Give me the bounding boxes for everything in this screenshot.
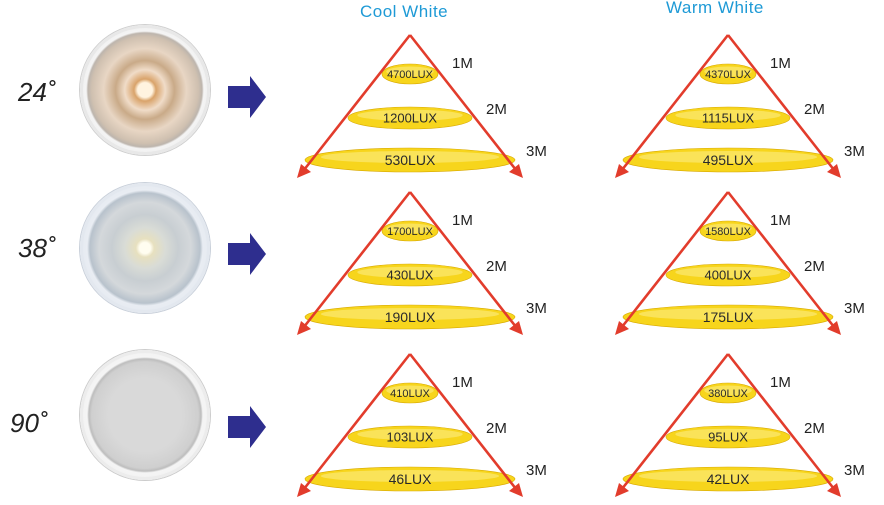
distance-label: 2M: [486, 420, 507, 437]
illuminance-ring-highlight: [357, 109, 463, 121]
lux-value: 410LUX: [390, 388, 430, 400]
illuminance-ring-highlight: [638, 470, 818, 482]
arrowhead: [827, 164, 841, 178]
distance-label: 3M: [844, 143, 865, 160]
arrowhead: [827, 321, 841, 335]
distance-label: 1M: [770, 55, 791, 72]
distance-label: 3M: [526, 143, 547, 160]
right-arrow-icon: [228, 76, 266, 118]
distance-label: 3M: [526, 300, 547, 317]
beam-edge-left: [616, 34, 730, 176]
illuminance-ring-highlight: [638, 151, 818, 163]
lux-value: 1700LUX: [387, 226, 434, 238]
beam-angle-24: 24˚: [18, 77, 56, 107]
header-cool-white: Cool White: [360, 2, 449, 21]
distance-label: 2M: [804, 258, 825, 275]
illuminance-ring-highlight: [704, 66, 752, 77]
beam-edge-left: [616, 353, 730, 495]
arrowhead: [509, 164, 523, 178]
beam-edge-right: [408, 191, 522, 333]
lux-value: 4370LUX: [705, 69, 752, 81]
illuminance-ring-highlight: [386, 385, 434, 396]
distance-label: 1M: [452, 374, 473, 391]
arrowhead: [509, 321, 523, 335]
arrowhead: [297, 483, 311, 497]
beam-diagram-38-cool: 1700LUX 430LUX 190LUX 1M 2M 3M: [297, 191, 547, 335]
arrowhead: [827, 483, 841, 497]
illuminance-ring-highlight: [320, 151, 500, 163]
arrowhead: [615, 321, 629, 335]
lux-value: 430LUX: [387, 268, 434, 283]
lux-value: 42LUX: [707, 471, 750, 487]
lux-value: 95LUX: [708, 430, 748, 445]
distance-label: 2M: [486, 258, 507, 275]
illuminance-ring-highlight: [675, 266, 781, 278]
beam-diagram-90-warm: 380LUX 95LUX 42LUX 1M 2M 3M: [615, 353, 865, 497]
beam-angle-90: 90˚: [10, 408, 48, 438]
illuminance-ring-highlight: [357, 266, 463, 278]
beam-edge-right: [726, 353, 840, 495]
illuminance-ring-highlight: [386, 66, 434, 77]
lux-value: 190LUX: [385, 309, 436, 325]
distance-label: 3M: [526, 462, 547, 479]
arrowhead: [297, 164, 311, 178]
illuminance-ring-highlight: [675, 428, 781, 440]
beam-edge-left: [298, 191, 412, 333]
illuminance-ring-highlight: [704, 223, 752, 234]
distance-label: 3M: [844, 462, 865, 479]
lamp-24-image: [80, 25, 210, 155]
distance-label: 2M: [804, 420, 825, 437]
header-warm-white: Warm White: [666, 0, 764, 17]
illuminance-ring-highlight: [320, 308, 500, 320]
right-arrow-icon: [228, 406, 266, 448]
distance-label: 2M: [486, 101, 507, 118]
distance-label: 2M: [804, 101, 825, 118]
lux-value: 175LUX: [703, 309, 754, 325]
lamp-90-image: [80, 350, 210, 480]
illuminance-ring-highlight: [675, 109, 781, 121]
beam-edge-right: [726, 191, 840, 333]
lux-value: 46LUX: [389, 471, 432, 487]
beam-edge-left: [298, 34, 412, 176]
beam-edge-left: [616, 191, 730, 333]
distance-label: 1M: [452, 55, 473, 72]
distance-label: 1M: [452, 212, 473, 229]
illuminance-ring-highlight: [357, 428, 463, 440]
beam-diagram-38-warm: 1580LUX 400LUX 175LUX 1M 2M 3M: [615, 191, 865, 335]
distance-label: 1M: [770, 212, 791, 229]
illuminance-ring-highlight: [386, 223, 434, 234]
distance-label: 3M: [844, 300, 865, 317]
arrowhead: [615, 483, 629, 497]
lux-value: 1200LUX: [383, 111, 438, 126]
arrowhead: [297, 321, 311, 335]
beam-edge-right: [408, 353, 522, 495]
lux-value: 1580LUX: [705, 226, 752, 238]
beam-angle-38: 38˚: [18, 233, 56, 263]
lux-value: 400LUX: [705, 268, 752, 283]
lux-value: 103LUX: [387, 430, 434, 445]
beam-diagram-24-cool: 4700LUX 1200LUX 530LUX 1M 2M 3M: [297, 34, 547, 178]
lux-value: 1115LUX: [702, 111, 755, 126]
arrowhead: [615, 164, 629, 178]
beam-diagram-24-warm: 4370LUX 1115LUX 495LUX 1M 2M 3M: [615, 34, 865, 178]
beam-edge-right: [408, 34, 522, 176]
lux-value: 495LUX: [703, 152, 754, 168]
beam-edge-right: [726, 34, 840, 176]
lux-value: 380LUX: [708, 388, 748, 400]
illuminance-ring-highlight: [704, 385, 752, 396]
beam-edge-left: [298, 353, 412, 495]
lamp-38-image: [80, 183, 210, 313]
lux-value: 530LUX: [385, 152, 436, 168]
right-arrow-icon: [228, 233, 266, 275]
illuminance-ring-highlight: [320, 470, 500, 482]
illuminance-ring-highlight: [638, 308, 818, 320]
distance-label: 1M: [770, 374, 791, 391]
arrowhead: [509, 483, 523, 497]
beam-diagram-90-cool: 410LUX 103LUX 46LUX 1M 2M 3M: [297, 353, 547, 497]
lux-value: 4700LUX: [387, 69, 434, 81]
